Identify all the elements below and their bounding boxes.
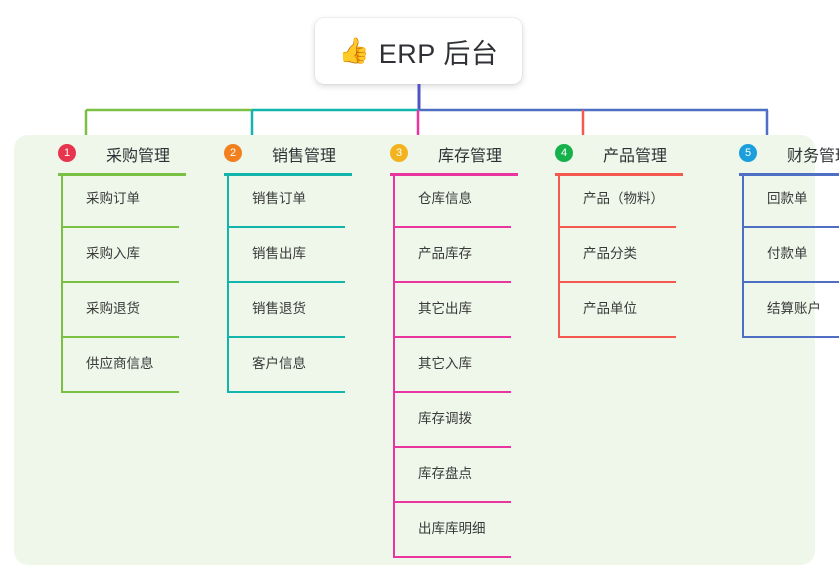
thumbs-up-icon: 👍: [338, 36, 370, 65]
branch-item-rule: [227, 281, 345, 283]
branch-number-badge-5: 5: [739, 144, 757, 162]
branch-column-2: 2 销售管理 销售订单销售出库销售退货客户信息: [200, 135, 370, 393]
branch-header-5[interactable]: 5 财务管理: [715, 135, 839, 173]
branch-item-label: 付款单: [767, 246, 808, 261]
branch-item-rule: [393, 391, 511, 393]
branch-rule-2: [224, 173, 352, 176]
branch-item-rule: [393, 501, 511, 503]
branch-item-label: 产品（物料）: [583, 191, 664, 206]
branch-header-3[interactable]: 3 库存管理: [366, 135, 536, 173]
branch-title-2: 销售管理: [272, 148, 337, 165]
branch-item-label: 出库库明细: [418, 521, 486, 536]
root-node-erp-backend[interactable]: 👍 ERP 后台: [315, 18, 522, 84]
branch-item-label: 回款单: [767, 191, 808, 206]
branch-number-badge-1: 1: [58, 144, 76, 162]
branch-item-rule: [393, 226, 511, 228]
branch-item-label: 销售退货: [252, 301, 306, 316]
branch-item[interactable]: 产品（物料）: [558, 173, 676, 228]
branch-column-1: 1 采购管理 采购订单采购入库采购退货供应商信息: [34, 135, 204, 393]
branch-rule-4: [555, 173, 683, 176]
branch-spine-5: [742, 173, 744, 338]
branch-item-rule: [227, 226, 345, 228]
branches-panel: 1 采购管理 采购订单采购入库采购退货供应商信息 2 销售管理 销售订单销售出库…: [14, 135, 839, 565]
branch-number-badge-2: 2: [224, 144, 242, 162]
branch-item[interactable]: 客户信息: [227, 338, 345, 393]
branch-item-rule: [61, 281, 179, 283]
branch-item-label: 产品分类: [583, 246, 637, 261]
branch-item-label: 供应商信息: [86, 356, 154, 371]
branch-item-rule: [393, 336, 511, 338]
branch-item[interactable]: 产品分类: [558, 228, 676, 283]
branch-item[interactable]: 出库库明细: [393, 503, 511, 558]
branch-item[interactable]: 采购退货: [61, 283, 179, 338]
branch-number-badge-3: 3: [390, 144, 408, 162]
branch-item-label: 结算账户: [767, 301, 821, 316]
branch-item-rule: [742, 281, 839, 283]
branch-rule-1: [58, 173, 186, 176]
branch-item-label: 其它出库: [418, 301, 472, 316]
branch-rule-3: [390, 173, 518, 176]
branch-item[interactable]: 库存调拨: [393, 393, 511, 448]
branch-header-1[interactable]: 1 采购管理: [34, 135, 204, 173]
branch-item[interactable]: 仓库信息: [393, 173, 511, 228]
branch-header-2[interactable]: 2 销售管理: [200, 135, 370, 173]
branch-item[interactable]: 其它入库: [393, 338, 511, 393]
branch-title-4: 产品管理: [603, 148, 668, 165]
branch-item-rule: [393, 446, 511, 448]
branch-item-rule: [558, 281, 676, 283]
branch-item-rule: [227, 391, 345, 393]
branch-item-label: 采购订单: [86, 191, 140, 206]
branch-rule-5: [739, 173, 839, 176]
branch-item-rule: [61, 226, 179, 228]
branch-item[interactable]: 库存盘点: [393, 448, 511, 503]
branch-item-label: 销售订单: [252, 191, 306, 206]
branch-item-label: 产品单位: [583, 301, 637, 316]
root-node-label: ERP 后台: [378, 38, 499, 69]
branch-item-rule: [393, 556, 511, 558]
branch-item[interactable]: 采购订单: [61, 173, 179, 228]
branch-spine-2: [227, 173, 229, 393]
branch-header-4[interactable]: 4 产品管理: [531, 135, 701, 173]
branch-item-rule: [393, 281, 511, 283]
branch-title-3: 库存管理: [438, 148, 503, 165]
branch-item-label: 采购入库: [86, 246, 140, 261]
branch-item[interactable]: 供应商信息: [61, 338, 179, 393]
branch-item-label: 其它入库: [418, 356, 472, 371]
branch-item[interactable]: 采购入库: [61, 228, 179, 283]
branch-item[interactable]: 其它出库: [393, 283, 511, 338]
branch-item[interactable]: 回款单: [742, 173, 839, 228]
branch-item-rule: [742, 226, 839, 228]
branch-item-label: 采购退货: [86, 301, 140, 316]
branch-column-3: 3 库存管理 仓库信息产品库存其它出库其它入库库存调拨库存盘点出库库明细: [366, 135, 536, 558]
branch-spine-1: [61, 173, 63, 393]
branch-spine-4: [558, 173, 560, 338]
branch-item-rule: [558, 226, 676, 228]
branch-column-4: 4 产品管理 产品（物料） 产品分类产品单位: [531, 135, 701, 338]
branch-item[interactable]: 销售订单: [227, 173, 345, 228]
branch-item-rule: [742, 336, 839, 338]
branch-spine-3: [393, 173, 395, 558]
branch-item-rule: [558, 336, 676, 338]
branch-item-label: 库存调拨: [418, 411, 472, 426]
branch-item[interactable]: 产品单位: [558, 283, 676, 338]
branch-item-rule: [227, 336, 345, 338]
branch-item-label: 库存盘点: [418, 466, 472, 481]
branch-item-label: 产品库存: [418, 246, 472, 261]
branch-item[interactable]: 销售出库: [227, 228, 345, 283]
branch-item-label: 仓库信息: [418, 191, 472, 206]
branch-item[interactable]: 销售退货: [227, 283, 345, 338]
branch-item-label: 客户信息: [252, 356, 306, 371]
branch-item[interactable]: 付款单: [742, 228, 839, 283]
branch-item-rule: [61, 391, 179, 393]
branch-item-label: 销售出库: [252, 246, 306, 261]
branch-number-badge-4: 4: [555, 144, 573, 162]
branch-item-rule: [61, 336, 179, 338]
branch-title-5: 财务管理: [787, 148, 839, 165]
branch-item[interactable]: 产品库存: [393, 228, 511, 283]
branch-title-1: 采购管理: [106, 148, 171, 165]
branch-item[interactable]: 结算账户: [742, 283, 839, 338]
